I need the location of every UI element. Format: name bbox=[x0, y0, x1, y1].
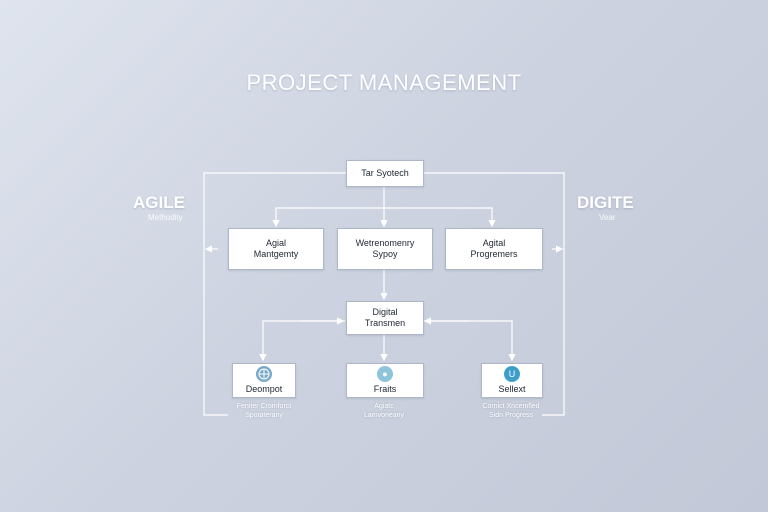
node-mid-right-line2: Progremers bbox=[470, 249, 518, 259]
agile-title: AGILE bbox=[133, 193, 185, 212]
digite-title: DIGITE bbox=[577, 193, 634, 212]
agile-subtitle: Methodity bbox=[148, 213, 183, 222]
node-bottom-left: Deompot bbox=[232, 363, 296, 398]
outer-frame-right bbox=[423, 172, 565, 416]
node-bottom-center-label: Fraits bbox=[373, 384, 397, 394]
bottom-center-caption: Agiatc Lamvoneany bbox=[346, 402, 422, 420]
digite-subtitle: Vear bbox=[599, 213, 616, 222]
node-bottom-left-label: Deompot bbox=[245, 384, 283, 394]
u-badge-icon: U bbox=[504, 366, 520, 382]
node-mid-left-line2: Mantgemty bbox=[253, 249, 299, 259]
node-center: Digital Transmen bbox=[346, 301, 424, 335]
bottom-left-caption: Feniter Cromforct Spotaterany bbox=[226, 402, 302, 420]
connector-top-to-mid-right bbox=[384, 207, 496, 228]
node-mid-left-line1: Agial bbox=[265, 238, 286, 248]
node-mid-center-line2: Sypoy bbox=[372, 249, 398, 259]
connector-top-to-mid-left bbox=[272, 207, 384, 228]
connector-center-to-bottom-left bbox=[259, 320, 345, 362]
node-bottom-center: ● Fraits bbox=[346, 363, 424, 398]
node-center-line2: Transmen bbox=[364, 318, 406, 328]
node-mid-center-line1: Wetrenomenry bbox=[355, 238, 415, 248]
bottom-center-caption-line2: Lamvoneany bbox=[363, 412, 405, 419]
connector-center-to-bottom-right bbox=[423, 320, 516, 362]
outer-frame-left bbox=[203, 172, 346, 416]
circle-badge-icon: ● bbox=[377, 366, 393, 382]
node-top-label: Tar Syotech bbox=[361, 168, 409, 178]
node-mid-left: Agial Mantgemty bbox=[228, 228, 324, 270]
bottom-right-caption-line1: Cornict Xncemfled bbox=[482, 403, 540, 410]
node-mid-right: Agital Progremers bbox=[445, 228, 543, 270]
node-bottom-right-label: Sellext bbox=[498, 384, 526, 394]
node-mid-right-line1: Agital bbox=[482, 238, 506, 248]
bottom-right-caption-line2: Sidn Progress bbox=[489, 412, 533, 419]
node-bottom-right: U Sellext bbox=[481, 363, 543, 398]
bottom-left-caption-line2: Spotaterany bbox=[245, 412, 283, 419]
bottom-center-caption-line1: Agiatc bbox=[374, 403, 394, 410]
page-title: PROJECT MANAGEMENT bbox=[246, 70, 522, 95]
network-globe-icon bbox=[256, 366, 272, 382]
node-mid-center: Wetrenomenry Sypoy bbox=[337, 228, 433, 270]
bottom-right-caption: Cornict Xncemfled Sidn Progress bbox=[472, 402, 550, 420]
bottom-left-caption-line1: Feniter Cromforct bbox=[236, 403, 292, 410]
node-center-line1: Digital bbox=[372, 307, 398, 317]
node-top: Tar Syotech bbox=[346, 160, 424, 187]
